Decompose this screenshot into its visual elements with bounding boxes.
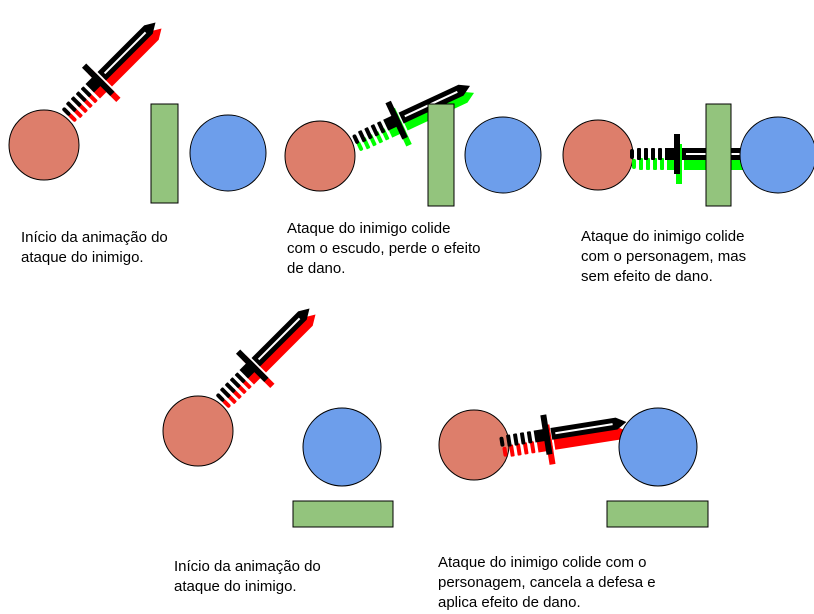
panel-3 (562, 103, 814, 207)
panel-4 (162, 293, 394, 528)
panel-5 (438, 401, 709, 528)
sword-icon (495, 401, 633, 472)
caption-panel-4: Início da animação do ataque do inimigo. (174, 558, 321, 595)
shield-icon (150, 103, 179, 204)
defender-circle-icon (464, 116, 542, 194)
sword-icon (203, 293, 330, 420)
attacker-circle-icon (8, 109, 80, 181)
defender-circle-icon (618, 407, 698, 487)
caption-panel-2: Ataque do inimigo colide com o escudo, p… (287, 220, 481, 277)
attacker-circle-icon (562, 119, 634, 191)
sword-icon (344, 66, 483, 166)
panel-2 (284, 66, 542, 207)
caption-panel-5: Ataque do inimigo colide com o personage… (438, 554, 656, 611)
attacker-circle-icon (438, 409, 510, 481)
shield-icon (427, 103, 455, 207)
defender-circle-icon (302, 407, 382, 487)
shield-icon (606, 500, 709, 528)
panel-1 (8, 7, 267, 204)
defender-circle-icon (189, 114, 267, 192)
attacker-circle-icon (162, 395, 234, 467)
caption-panel-1: Início da animação do ataque do inimigo. (21, 229, 168, 266)
attacker-circle-icon (284, 120, 356, 192)
caption-panel-3: Ataque do inimigo colide com o personage… (581, 228, 747, 285)
shield-icon (705, 103, 732, 207)
shield-icon (292, 500, 394, 528)
defender-circle-icon (739, 116, 814, 194)
